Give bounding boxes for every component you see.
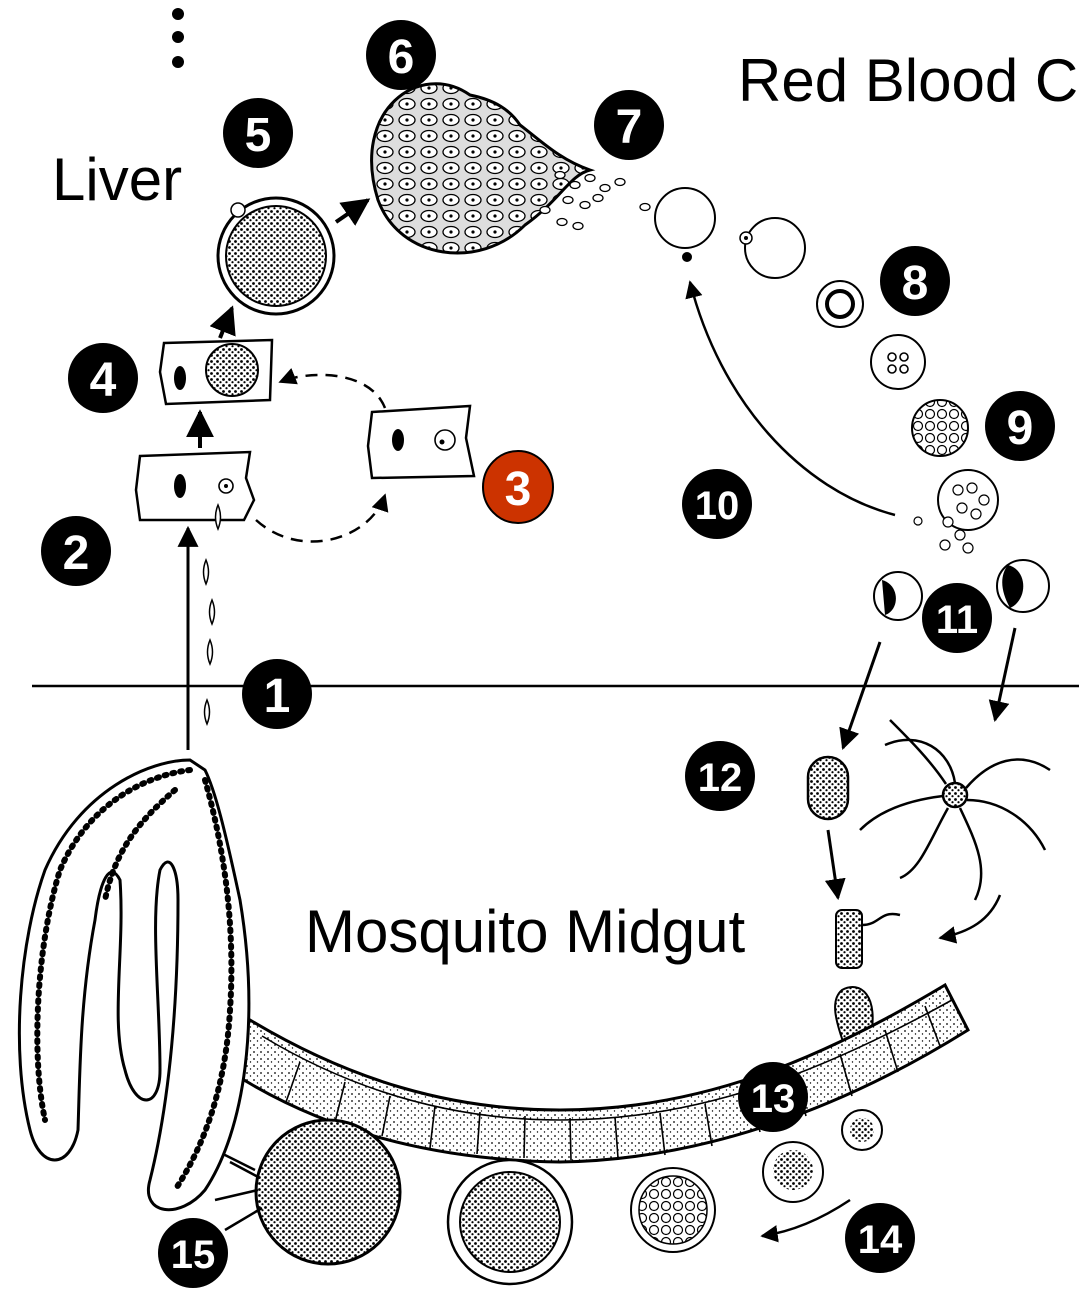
step-label-4: 4 (90, 354, 117, 407)
step-marker-8: 8 (880, 246, 950, 316)
reactivation-dashed-path (280, 375, 385, 408)
arrow-to-zygote (828, 830, 838, 898)
arrow-oocyst-progression (762, 1200, 850, 1236)
oocyst-developing (763, 1142, 823, 1202)
step-marker-15: 15 (158, 1218, 228, 1288)
salivary-gland (19, 760, 248, 1210)
step-marker-13: 13 (738, 1062, 808, 1132)
oocyst-young (842, 1110, 882, 1150)
step-label-8: 8 (902, 257, 929, 310)
step-marker-7: 7 (594, 90, 664, 160)
arrow-4-to-5 (220, 308, 232, 338)
liver-label: Liver (52, 146, 182, 213)
mature-liver-schizont (372, 84, 590, 253)
sporozoites (204, 505, 221, 724)
liver-schizont (218, 198, 334, 314)
step-marker-9: 9 (985, 391, 1055, 461)
zygote (836, 910, 900, 968)
red-blood-cell-invaded (655, 188, 715, 262)
step-marker-3: 3 (483, 451, 553, 523)
step-marker-6: 6 (366, 20, 436, 90)
step-label-10: 10 (695, 484, 740, 528)
step-label-9: 9 (1007, 402, 1034, 455)
arrow-microgamete-to-zygote (940, 895, 1000, 938)
arrow-5-to-6 (336, 200, 368, 222)
mature-schizont (912, 400, 968, 456)
step-label-3: 3 (505, 463, 532, 516)
hepatocyte-infected (136, 452, 254, 520)
step-label-2: 2 (63, 527, 90, 580)
step-marker-12: 12 (685, 741, 755, 811)
step-label-11: 11 (936, 598, 978, 642)
rupturing-schizont (914, 470, 998, 553)
macrogametocyte (997, 560, 1049, 612)
oocyst-dividing (631, 1168, 715, 1252)
arrow-microgamete (995, 628, 1015, 720)
red-blood-cell-ring (740, 218, 805, 278)
oocyst-mature (448, 1160, 572, 1284)
dormancy-dashed-path (256, 495, 385, 542)
trophozoite (817, 281, 863, 327)
exflagellating-microgametocyte (860, 720, 1050, 900)
arrow-macrogamete (843, 642, 880, 748)
ellipsis-dots (172, 8, 184, 68)
step-label-15: 15 (171, 1233, 216, 1277)
macrogamete (808, 757, 848, 819)
step-marker-10: 10 (682, 469, 752, 539)
microgametocyte (874, 572, 922, 620)
step-marker-14: 14 (845, 1203, 915, 1273)
step-label-12: 12 (698, 756, 743, 800)
mosquito-midgut-label: Mosquito Midgut (305, 898, 746, 965)
oocyst-rupturing (215, 1120, 400, 1264)
step-label-1: 1 (264, 670, 291, 723)
step-label-6: 6 (388, 31, 415, 84)
step-label-7: 7 (616, 101, 643, 154)
step-marker-5: 5 (223, 98, 293, 168)
step-marker-4: 4 (68, 343, 138, 413)
early-schizont (871, 335, 925, 389)
step-marker-2: 2 (41, 516, 111, 586)
step-label-13: 13 (751, 1077, 796, 1121)
step-marker-1: 1 (242, 659, 312, 729)
hepatocyte-hypnozoite (368, 406, 474, 478)
step-marker-11: 11 (922, 583, 992, 653)
step-label-5: 5 (245, 109, 272, 162)
step-label-14: 14 (858, 1218, 903, 1262)
hepatocyte-schizont-early (160, 340, 272, 404)
red-blood-cell-label: Red Blood C (738, 47, 1078, 114)
